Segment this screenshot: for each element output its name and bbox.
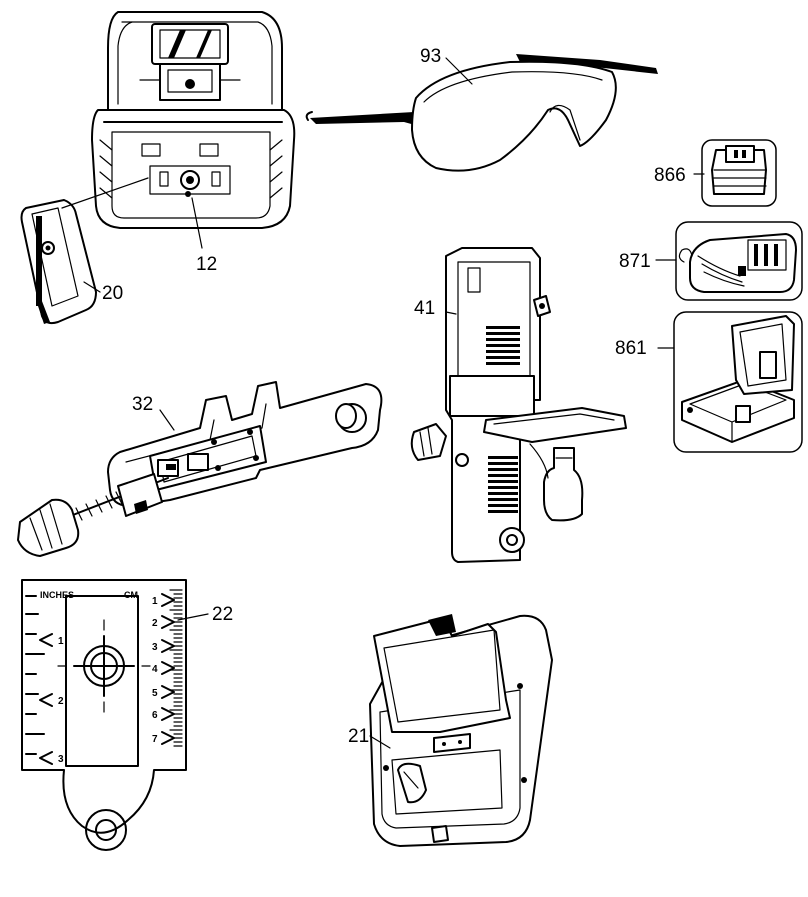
inch-mark-2: 2: [58, 696, 64, 707]
wall-mount-grille-upper: [486, 326, 520, 365]
cm-mark-4: 4: [152, 664, 158, 675]
small-case-illustration: [673, 311, 803, 453]
callout-22: 22: [212, 604, 233, 625]
callout-20: 20: [102, 283, 123, 304]
inch-mark-1: 1: [58, 636, 64, 647]
charger-illustration: [675, 221, 803, 301]
cm-mark-2: 2: [152, 618, 158, 629]
wall-mount-illustration: [410, 247, 627, 563]
safety-glasses-illustration: [305, 54, 658, 172]
laser-unit-illustration: [91, 11, 296, 229]
cm-mark-1: 1: [152, 596, 158, 607]
glasses-leader-line: [445, 57, 473, 85]
wall-mount-leader-line: [445, 311, 457, 315]
callout-861: 861: [615, 338, 647, 359]
kit-box-illustration: [369, 614, 553, 847]
callout-12: 12: [196, 254, 217, 275]
wall-mount-grille-lower: [488, 456, 518, 513]
clip-illustration: [20, 199, 97, 325]
callout-871: 871: [619, 251, 651, 272]
target-card-leader-line: [177, 613, 209, 621]
kit-box-leader-line: [369, 735, 391, 749]
callout-21: 21: [348, 726, 369, 747]
clip-leader-line: [61, 177, 149, 209]
callout-41: 41: [414, 298, 435, 319]
clip-callout-leader-line: [83, 281, 101, 293]
clamp-illustration: [17, 381, 383, 557]
cm-mark-5: 5: [152, 688, 158, 699]
clamp-leader-line: [159, 409, 175, 431]
battery-illustration: [701, 139, 777, 207]
mount-screw-leader-line: [191, 197, 203, 249]
cm-mark-7: 7: [152, 734, 158, 745]
cm-mark-3: 3: [152, 642, 158, 653]
cm-scale-label: CM: [124, 590, 138, 600]
callout-93: 93: [420, 46, 441, 67]
inch-mark-3: 3: [58, 754, 64, 765]
callout-866: 866: [654, 165, 686, 186]
cm-mark-6: 6: [152, 710, 158, 721]
target-card: INCHES CM 1 2 3 1 2 3 4 5 6 7: [21, 579, 187, 851]
inches-scale-label: INCHES: [40, 590, 74, 600]
callout-32: 32: [132, 394, 153, 415]
